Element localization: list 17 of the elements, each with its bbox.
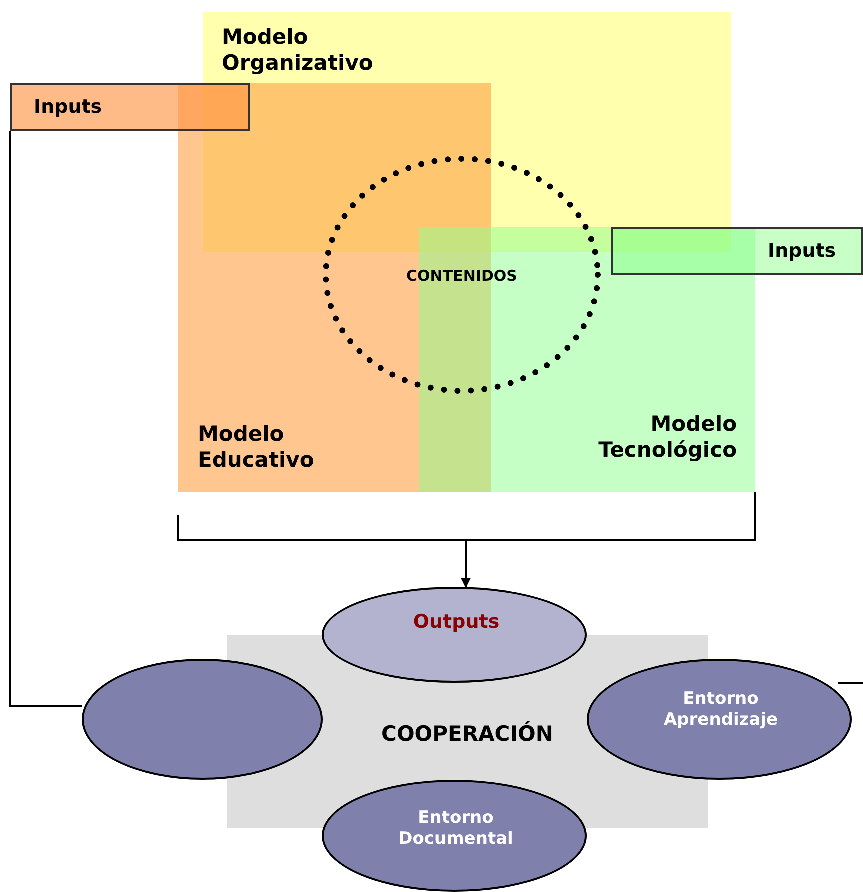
node-label: Inputs <box>768 240 838 264</box>
node-label: Inputs <box>34 96 104 120</box>
input-box <box>10 83 250 131</box>
connector-line <box>838 682 863 684</box>
input-box <box>611 227 863 275</box>
dotted-circle <box>322 155 602 395</box>
node-label: CONTENIDOS <box>406 267 518 286</box>
node-label: Modelo Organizativo <box>222 24 374 76</box>
connector-line <box>9 131 82 707</box>
node-label: Modelo Educativo <box>198 421 316 474</box>
node-label: Entorno Documental <box>398 808 514 850</box>
arrow <box>461 492 756 588</box>
node-label: Outputs <box>412 611 501 635</box>
node-label: COOPERACIÓN <box>380 721 554 748</box>
node-label: Modelo Tecnológico <box>598 411 737 464</box>
node-label: Entorno Aprendizaje <box>662 689 780 732</box>
model-rectangle <box>203 12 731 252</box>
